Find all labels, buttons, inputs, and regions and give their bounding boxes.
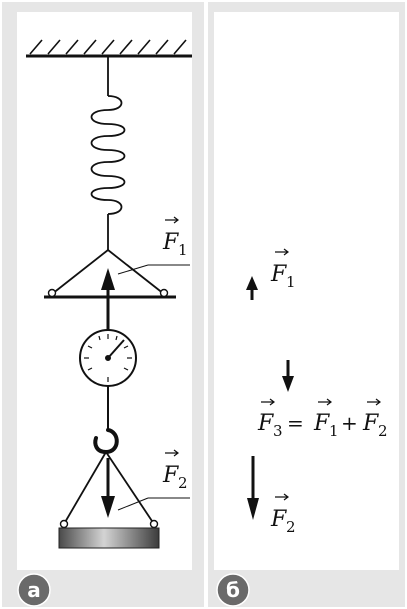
- spring: [90, 56, 126, 250]
- ceiling-support: [26, 39, 192, 58]
- lower-hanger: [59, 451, 159, 529]
- equals-sign: =: [287, 411, 304, 435]
- vector-subscript: 1: [329, 422, 339, 440]
- dynamometer: [79, 329, 137, 387]
- vector-letter: F: [162, 230, 179, 255]
- vector-letter: F: [362, 411, 379, 436]
- vector-label-f1-panel-b: F 1: [270, 248, 296, 291]
- panel-b-badge-label: б: [226, 578, 240, 602]
- panel-b-canvas: [214, 12, 399, 570]
- vector-label-f2-panel-b: F 2: [270, 493, 296, 536]
- vector-letter: F: [257, 411, 274, 436]
- vector-subscript: 2: [286, 518, 296, 536]
- force-arrow-f1-panel-a: [101, 268, 115, 335]
- panel-b-badge: б: [216, 573, 250, 607]
- panel-a-badge: а: [17, 573, 51, 607]
- vector-arrow-mark: [275, 248, 289, 256]
- vector-subscript: 1: [178, 241, 188, 259]
- vector-letter: F: [270, 262, 287, 287]
- vector-arrow-mark: [367, 398, 381, 406]
- force-arrow-f2-panel-b: [247, 456, 259, 520]
- plus-sign: +: [341, 411, 358, 435]
- vector-letter: F: [162, 463, 179, 488]
- leader-line-f1: [117, 264, 149, 275]
- vector-subscript: 3: [273, 422, 283, 440]
- vector-arrow-mark: [261, 398, 275, 406]
- vector-subscript: 2: [178, 474, 188, 492]
- weight-mass: [58, 527, 160, 549]
- vector-arrow-mark: [318, 398, 332, 406]
- vector-subscript: 1: [286, 273, 296, 291]
- vector-letter: F: [270, 507, 287, 532]
- vector-letter: F: [313, 411, 330, 436]
- equation-f3: F 3 = F 1 + F 2: [257, 398, 388, 440]
- leader-line-f2: [117, 497, 149, 511]
- upper-hanger: [44, 249, 176, 299]
- vector-arrow-mark: [165, 216, 179, 224]
- vector-subscript: 2: [378, 422, 388, 440]
- vector-label-f1-panel-a: F 1: [162, 216, 188, 259]
- vector-arrow-mark: [165, 449, 179, 457]
- vector-label-f2-panel-a: F 2: [162, 449, 188, 492]
- force-arrow-f1-panel-b: [246, 276, 258, 300]
- force-arrow-f2-panel-a: [101, 458, 115, 518]
- vector-arrow-mark: [275, 493, 289, 501]
- force-arrow-f3-panel-b: [282, 360, 294, 392]
- panel-a-badge-label: а: [27, 578, 41, 602]
